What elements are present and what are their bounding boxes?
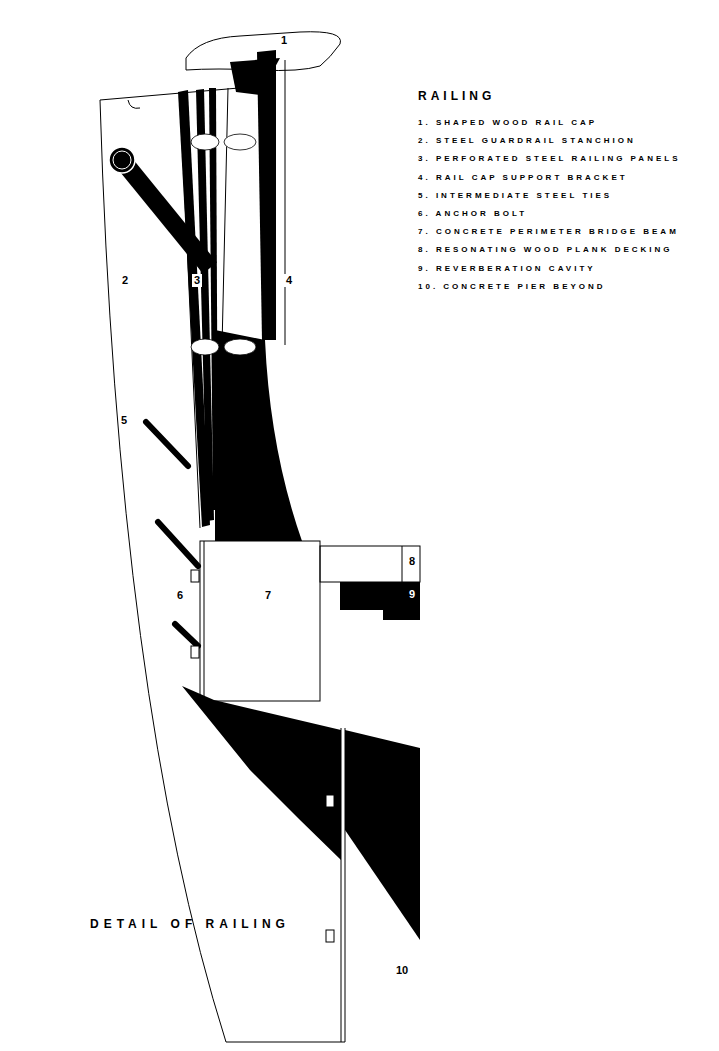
plank-joint: [402, 546, 403, 582]
slot: [191, 134, 219, 150]
beam-line: [204, 541, 205, 701]
handrail-pipe: [122, 160, 210, 268]
pier-base: [226, 1042, 345, 1043]
key-item: 8. RESONATING WOOD PLANK DECKING: [418, 246, 673, 254]
pipe-bore: [113, 151, 131, 169]
reverberation-cavity: [340, 582, 420, 620]
slot: [191, 339, 219, 355]
slot: [224, 339, 256, 355]
anchor-bolt: [191, 646, 199, 658]
anchor-bolt: [326, 795, 334, 807]
stanchion-base: [215, 330, 302, 541]
key-item: 9. REVERBERATION CAVITY: [418, 265, 596, 273]
stanchion-notch: [128, 100, 140, 108]
bracket-line: [285, 60, 286, 345]
callout-number: 9: [407, 588, 417, 601]
callout-number: 5: [119, 414, 129, 427]
key-item: 3. PERFORATED STEEL RAILING PANELS: [418, 155, 680, 163]
key-item: 6. ANCHOR BOLT: [418, 210, 527, 218]
anchor-bolt: [191, 570, 199, 582]
pipe-end: [109, 147, 135, 173]
callout-number: 6: [175, 589, 185, 602]
drawing-caption: DETAIL OF RAILING: [90, 918, 290, 930]
callout-number: 7: [263, 589, 273, 602]
key-item: 2. STEEL GUARDRAIL STANCHION: [418, 137, 636, 145]
pier-shadow: [182, 686, 341, 860]
concrete-beam: [200, 541, 320, 701]
key-title: RAILING: [418, 90, 495, 102]
callout-number: 10: [394, 964, 410, 977]
callout-number: 2: [120, 274, 130, 287]
callout-number: 4: [284, 274, 294, 287]
steel-tie: [175, 624, 198, 646]
callout-number: 3: [192, 274, 202, 287]
key-item: 10. CONCRETE PIER BEYOND: [418, 283, 606, 291]
anchor-bolt: [326, 930, 334, 942]
key-item: 5. INTERMEDIATE STEEL TIES: [418, 192, 612, 200]
key-item: 4. RAIL CAP SUPPORT BRACKET: [418, 174, 628, 182]
key-item: 7. CONCRETE PERIMETER BRIDGE BEAM: [418, 228, 679, 236]
bracket-head: [230, 58, 280, 95]
steel-tie: [158, 522, 198, 566]
pier-shadow: [345, 730, 420, 940]
wood-decking: [320, 546, 420, 582]
callout-number: 8: [407, 555, 417, 568]
key-item: 1. SHAPED WOOD RAIL CAP: [418, 119, 597, 127]
steel-tie: [146, 422, 188, 466]
callout-number: 1: [279, 34, 289, 47]
slot: [224, 134, 256, 150]
